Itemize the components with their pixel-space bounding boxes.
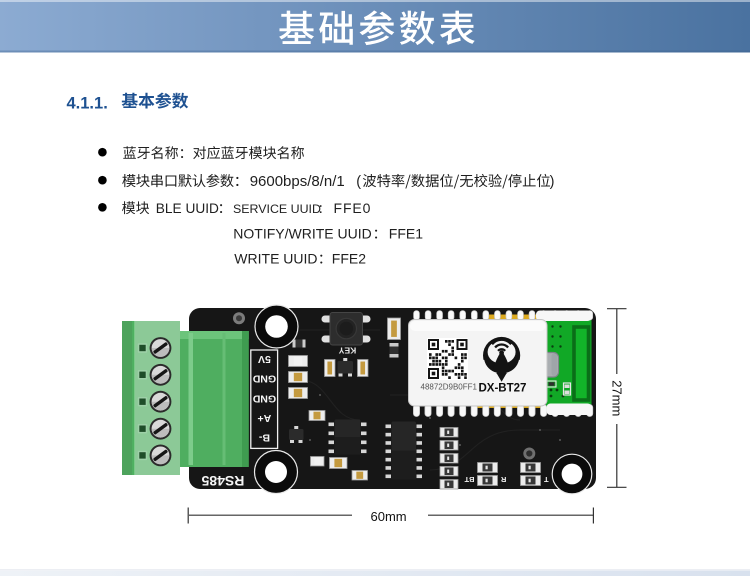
svg-text:WRITE UUID: WRITE UUID (234, 251, 317, 267)
svg-text:27mm: 27mm (609, 380, 624, 416)
svg-text:B-: B- (258, 432, 270, 444)
svg-text:GND: GND (252, 392, 276, 404)
svg-text:BLE UUID: BLE UUID (156, 201, 219, 216)
svg-text:FFE0: FFE0 (334, 200, 372, 216)
svg-text:R: R (500, 475, 506, 484)
svg-text:GND: GND (252, 373, 276, 385)
svg-text:A+: A+ (258, 412, 272, 424)
svg-text:KEY: KEY (338, 346, 356, 356)
svg-text:60mm: 60mm (371, 509, 407, 524)
svg-text:DX-BT27: DX-BT27 (479, 383, 527, 395)
svg-text:T: T (544, 475, 549, 484)
svg-text:5V: 5V (258, 353, 271, 365)
svg-text:(: ( (356, 174, 361, 190)
svg-text:): ) (550, 174, 555, 190)
svg-text:48872D9B0FF1: 48872D9B0FF1 (421, 383, 478, 392)
svg-text:SERVICE UUID: SERVICE UUID (233, 202, 321, 216)
svg-text:9600bps/8/n/1: 9600bps/8/n/1 (250, 173, 345, 190)
svg-text:4.1.1.: 4.1.1. (67, 95, 108, 113)
svg-text:BT: BT (464, 475, 474, 484)
svg-text:FFE2: FFE2 (332, 251, 366, 267)
svg-text:FFE1: FFE1 (389, 226, 423, 242)
svg-text:RS485: RS485 (201, 473, 244, 489)
svg-text:NOTIFY/WRITE UUID: NOTIFY/WRITE UUID (233, 226, 371, 242)
